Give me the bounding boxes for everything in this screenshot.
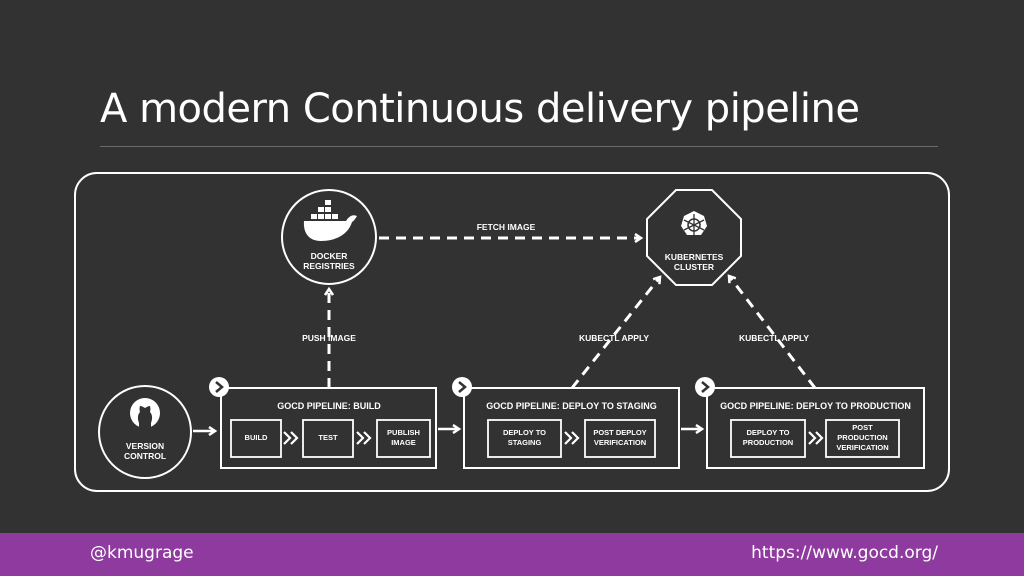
push-image-label: PUSH IMAGE — [302, 333, 356, 343]
stage-label-line: IMAGE — [391, 438, 416, 447]
vcs-label-line: VERSION — [125, 441, 165, 451]
gocd-play-icon — [695, 377, 715, 397]
stage-label-line: DEPLOY TO — [502, 428, 547, 437]
stage-label-line: PUBLISH — [387, 428, 420, 437]
stage-label-line: PRODUCTION — [837, 433, 888, 442]
staging-pipeline-box — [463, 387, 680, 469]
vcs-label-line: CONTROL — [123, 451, 167, 461]
stage-deploy-staging — [487, 419, 562, 458]
stage-label-line: PRODUCTION — [742, 438, 794, 447]
kubernetes-label-line: KUBERNETES — [664, 252, 724, 262]
build-pipeline-box — [220, 387, 437, 469]
chevron-double-icon — [356, 431, 372, 445]
kubectl-apply-production-arrow — [729, 276, 817, 389]
production-pipeline-title: GoCD PIPELINE: DEPLOY TO PRODUCTION — [720, 401, 911, 411]
stage-build — [230, 419, 282, 458]
production-pipeline-box — [706, 387, 925, 469]
stage-deploy-production-label: DEPLOY TO PRODUCTION — [731, 428, 805, 448]
fetch-image-label: FETCH IMAGE — [476, 222, 536, 232]
chevron-double-icon — [283, 431, 299, 445]
kubectl-apply-production-label: KUBECTL APPLY — [738, 333, 810, 343]
stage-test-label: TEST — [303, 433, 353, 443]
stage-label-line: POST — [852, 423, 873, 432]
chevron-double-icon — [808, 431, 824, 445]
docker-registries-label: DOCKER REGISTRIES — [289, 251, 369, 271]
kubectl-apply-staging-label: KUBECTL APPLY — [578, 333, 650, 343]
stage-post-deploy-verification — [584, 419, 656, 458]
stage-deploy-production — [730, 419, 806, 458]
docker-label-line: DOCKER — [310, 251, 348, 261]
stage-label-line: POST DEPLOY — [593, 428, 647, 437]
stage-build-label: BUILD — [231, 433, 281, 443]
stage-label-line: STAGING — [507, 438, 542, 447]
staging-pipeline-title: GoCD PIPELINE: DEPLOY TO STAGING — [486, 401, 657, 411]
title-divider — [100, 146, 938, 147]
slide-title: A modern Continuous delivery pipeline — [100, 86, 860, 132]
gocd-play-icon — [209, 377, 229, 397]
gocd-play-icon — [452, 377, 472, 397]
stage-publish-image — [376, 419, 431, 458]
footer-handle: @kmugrage — [90, 543, 194, 563]
kubernetes-cluster-node — [646, 189, 742, 286]
kubernetes-cluster-label: KUBERNETES CLUSTER — [654, 252, 734, 272]
kubectl-apply-staging-arrow — [570, 277, 660, 389]
docker-label-line: REGISTRIES — [303, 261, 355, 271]
version-control-label: VERSION CONTROL — [105, 441, 185, 461]
stage-label-line: DEPLOY TO — [746, 428, 790, 437]
footer-bar: @kmugrage https://www.gocd.org/ — [0, 533, 1024, 576]
stage-test — [302, 419, 354, 458]
kubernetes-label-line: CLUSTER — [673, 262, 715, 272]
footer-url[interactable]: https://www.gocd.org/ — [751, 543, 938, 563]
stage-publish-image-label: PUBLISH IMAGE — [377, 428, 430, 448]
stage-label-line: BUILD — [244, 433, 268, 442]
build-pipeline-title: GoCD PIPELINE: BUILD — [277, 401, 381, 411]
version-control-node — [98, 385, 192, 479]
helm-wheel-icon — [681, 211, 707, 236]
stage-deploy-staging-label: DEPLOY TO STAGING — [488, 428, 561, 448]
chevron-double-icon — [564, 431, 580, 445]
docker-whale-icon — [303, 200, 357, 241]
stage-label-line: TEST — [318, 433, 338, 442]
github-octocat-icon — [130, 398, 160, 428]
stage-post-deploy-verification-label: POST DEPLOY VERIFICATION — [585, 428, 655, 448]
stage-post-production-verification — [825, 419, 900, 458]
stage-label-line: VERIFICATION — [593, 438, 647, 447]
diagram-frame — [74, 172, 950, 492]
stage-post-production-verification-label: POST PRODUCTION VERIFICATION — [826, 423, 899, 453]
stage-label-line: VERIFICATION — [836, 443, 889, 452]
docker-registries-node — [281, 189, 377, 285]
